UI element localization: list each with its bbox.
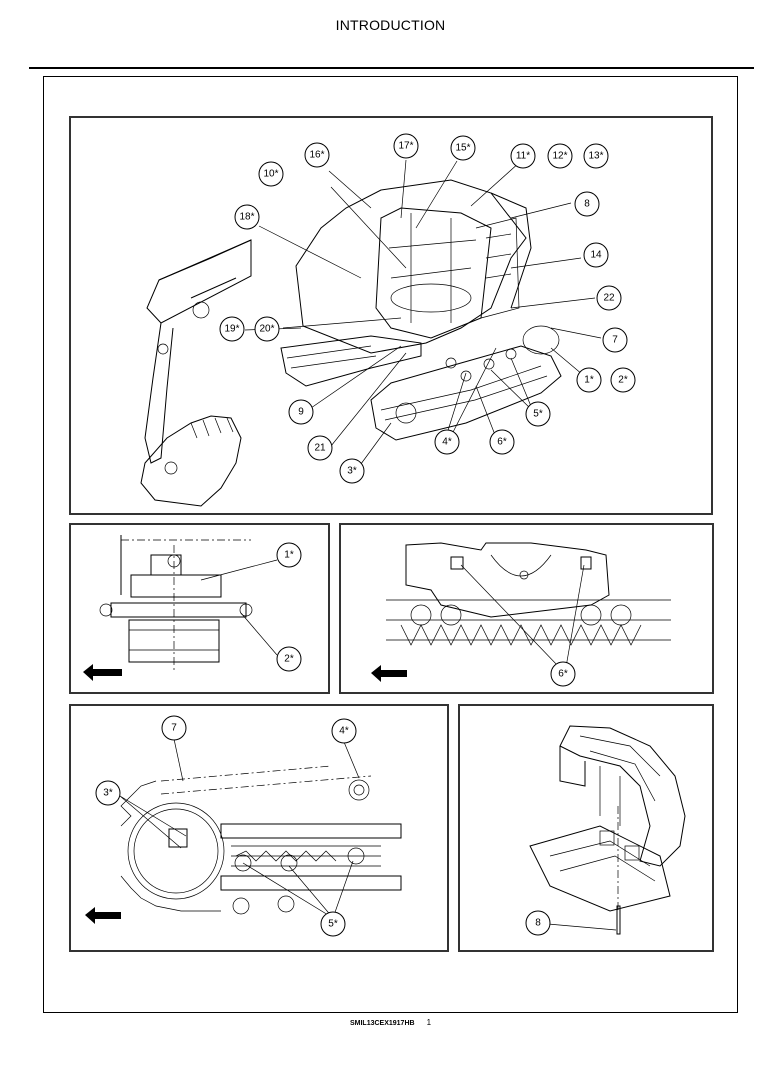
svg-text:4*: 4* [442, 437, 452, 448]
callout-2: 2* [276, 646, 302, 672]
arrow-left-icon [83, 664, 122, 681]
callout-6: 6* [550, 661, 576, 687]
counterweight-illustration: 8 [525, 725, 686, 936]
svg-text:21: 21 [314, 443, 326, 454]
callout-7: 7 [602, 327, 628, 353]
svg-text:17*: 17* [398, 141, 413, 152]
svg-text:3*: 3* [103, 788, 113, 799]
callout-16: 16* [304, 142, 330, 168]
svg-text:16*: 16* [309, 150, 324, 161]
callout-7: 7 [161, 715, 187, 741]
track-frame-figure: 6* [339, 523, 714, 694]
final-drive-illustration: 1* 2* [83, 535, 302, 681]
svg-text:2*: 2* [618, 375, 628, 386]
callout-3: 3* [95, 780, 121, 806]
content-frame [43, 76, 738, 1013]
callout-20: 20* [254, 316, 280, 342]
callout-10: 10* [258, 161, 284, 187]
svg-text:20*: 20* [259, 324, 274, 335]
svg-text:5*: 5* [328, 919, 338, 930]
svg-text:6*: 6* [558, 669, 568, 680]
header-divider [29, 67, 754, 69]
callout-19: 19* [219, 316, 245, 342]
page-footer: SMIL13CEX1917HB 1 [0, 1018, 781, 1027]
callout-8: 8 [574, 191, 600, 217]
callout-21: 21 [307, 435, 333, 461]
counterweight-figure: 8 [458, 704, 714, 952]
svg-text:14: 14 [590, 250, 602, 261]
undercarriage-illustration: 7 4* 3* 5* [85, 715, 402, 937]
svg-text:19*: 19* [224, 324, 239, 335]
callout-3: 3* [339, 458, 365, 484]
track-frame-illustration: 6* [371, 542, 671, 687]
svg-text:18*: 18* [239, 212, 254, 223]
callout-8: 8 [525, 910, 551, 936]
callout-4: 4* [434, 429, 460, 455]
svg-text:4*: 4* [339, 726, 349, 737]
svg-text:8: 8 [535, 918, 541, 929]
callout-13: 13* [583, 143, 609, 169]
svg-text:11*: 11* [516, 151, 530, 162]
arrow-left-icon [85, 907, 121, 924]
callout-1: 1* [276, 542, 302, 568]
svg-text:6*: 6* [497, 437, 507, 448]
svg-text:12*: 12* [552, 151, 567, 162]
callout-5: 5* [525, 401, 551, 427]
callout-14: 14 [583, 242, 609, 268]
svg-text:9: 9 [298, 407, 304, 418]
overview-figure: 1* 2* 3* 4* 5* 6* 7 8 9 10* 11* 12* 13* … [69, 116, 713, 515]
svg-text:1*: 1* [284, 550, 294, 561]
svg-text:22: 22 [603, 293, 615, 304]
callout-11: 11* [510, 143, 536, 169]
undercarriage-figure: 7 4* 3* 5* [69, 704, 449, 952]
svg-text:2*: 2* [284, 654, 294, 665]
svg-text:10*: 10* [263, 169, 278, 180]
callout-12: 12* [547, 143, 573, 169]
callout-18: 18* [234, 204, 260, 230]
page-title: INTRODUCTION [335, 17, 446, 33]
page-number: 1 [426, 1018, 432, 1027]
svg-text:5*: 5* [533, 409, 543, 420]
excavator-illustration: 1* 2* 3* 4* 5* 6* 7 8 9 10* 11* 12* 13* … [140, 133, 636, 507]
svg-text:3*: 3* [347, 466, 357, 477]
callout-22: 22 [596, 285, 622, 311]
final-drive-figure: 1* 2* [69, 523, 330, 694]
callout-15: 15* [450, 135, 476, 161]
document-code: SMIL13CEX1917HB [349, 1020, 415, 1027]
svg-text:7: 7 [612, 335, 618, 346]
svg-text:15*: 15* [455, 143, 470, 154]
callout-1: 1* [576, 367, 602, 393]
callout-17: 17* [393, 133, 419, 159]
callout-9: 9 [288, 399, 314, 425]
svg-text:1*: 1* [584, 375, 594, 386]
svg-text:7: 7 [171, 723, 177, 734]
arrow-left-icon [371, 665, 407, 682]
callout-4: 4* [331, 718, 357, 744]
svg-text:8: 8 [584, 199, 590, 210]
callout-6: 6* [489, 429, 515, 455]
svg-text:13*: 13* [588, 151, 603, 162]
callout-2: 2* [610, 367, 636, 393]
callout-5: 5* [320, 911, 346, 937]
